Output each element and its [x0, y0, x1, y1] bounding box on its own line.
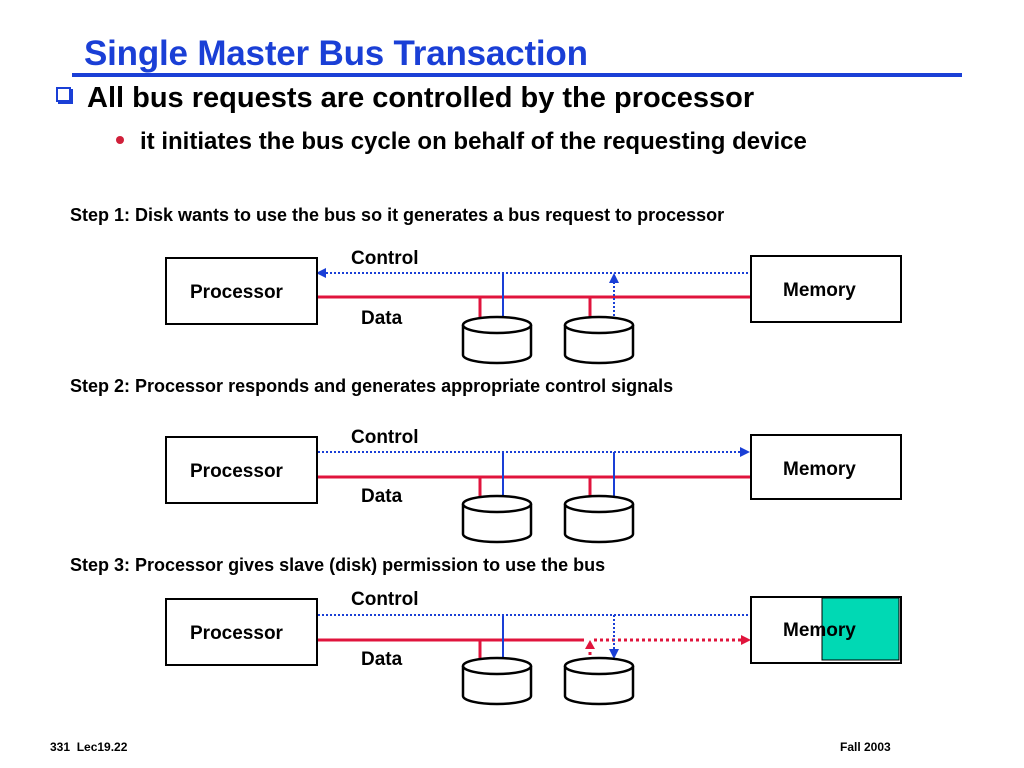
- sub-bullet: it initiates the bus cycle on behalf of …: [116, 128, 807, 156]
- footer-term: Fall 2003: [840, 740, 891, 754]
- step-2-diagram: Processor Memory Control Data: [0, 427, 1024, 577]
- round-bullet-icon: [116, 136, 124, 144]
- processor-box: [165, 257, 318, 325]
- disk-2-icon: [563, 315, 635, 365]
- memory-label: Memory: [783, 620, 856, 641]
- disk2-request-arrow: [609, 273, 619, 283]
- memory-box: [750, 255, 902, 323]
- data-label: Data: [361, 486, 403, 507]
- step-3-diagram: Processor Memory Control Data: [0, 589, 1024, 739]
- memory-label: Memory: [783, 459, 856, 480]
- control-label: Control: [351, 589, 419, 610]
- disk-2-icon: [563, 656, 635, 706]
- step-2-caption: Step 2: Processor responds and generates…: [70, 376, 674, 396]
- control-arrow-to-memory: [740, 447, 750, 457]
- main-bullet-text: All bus requests are controlled by the p…: [87, 82, 755, 114]
- processor-box: [165, 598, 318, 666]
- data-label: Data: [361, 308, 403, 329]
- memory-label: Memory: [783, 280, 856, 301]
- control-arrow-to-processor: [316, 268, 326, 278]
- title-underline: [72, 73, 962, 77]
- memory-highlight: [821, 597, 900, 661]
- disk2-control-arrow: [609, 649, 619, 659]
- disk2-data-arrow: [585, 640, 595, 649]
- sub-bullet-text: it initiates the bus cycle on behalf of …: [140, 128, 807, 155]
- data-arrow-to-memory: [741, 635, 751, 645]
- step-1-diagram: Processor Memory Control Data: [0, 248, 1024, 398]
- processor-label: Processor: [190, 461, 283, 482]
- memory-box: [750, 434, 902, 500]
- disk-2-icon: [563, 494, 635, 544]
- processor-label: Processor: [190, 282, 283, 303]
- disk-1-icon: [461, 315, 533, 365]
- step-1-caption: Step 1: Disk wants to use the bus so it …: [70, 205, 725, 225]
- processor-label: Processor: [190, 623, 283, 644]
- disk-1-icon: [461, 656, 533, 706]
- control-label: Control: [351, 427, 419, 448]
- main-bullet: All bus requests are controlled by the p…: [56, 82, 754, 115]
- processor-box: [165, 436, 318, 504]
- slide-title: Single Master Bus Transaction: [84, 34, 588, 73]
- control-label: Control: [351, 248, 419, 269]
- disk-1-icon: [461, 494, 533, 544]
- step-3-caption: Step 3: Processor gives slave (disk) per…: [70, 555, 606, 575]
- square-bullet-icon: [56, 87, 71, 102]
- data-label: Data: [361, 649, 403, 670]
- footer-course-id: 331 Lec19.22: [50, 740, 128, 754]
